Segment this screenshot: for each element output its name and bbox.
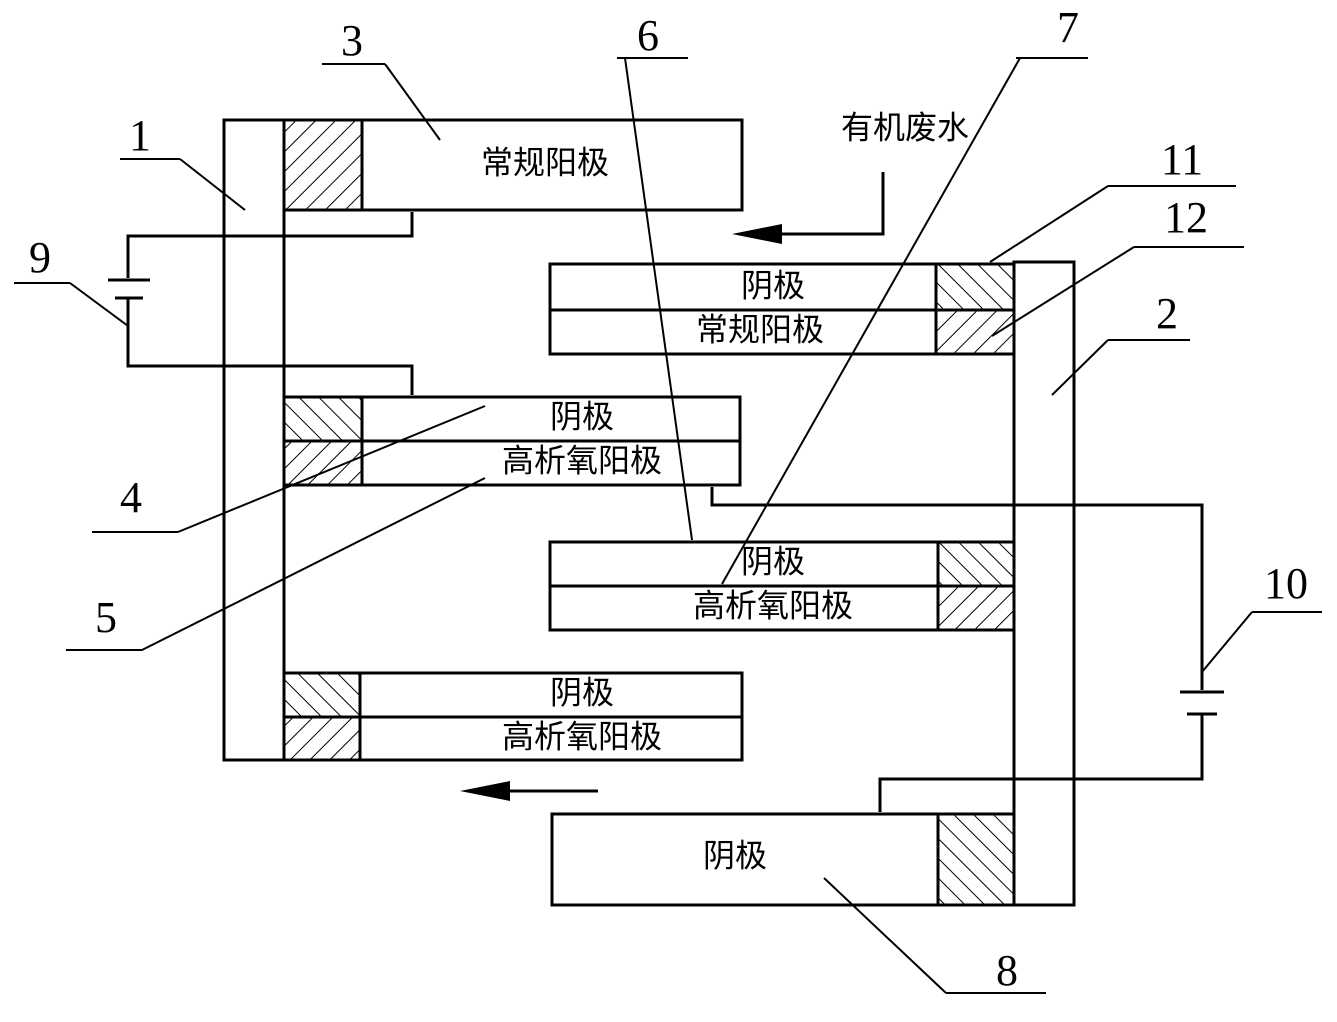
rm-anode [548, 584, 940, 632]
lb-hatch-top [282, 671, 362, 719]
num-2: 2 [1156, 289, 1178, 338]
lm-hatch-top [282, 395, 364, 443]
ru-cathode-label: 阴极 [741, 267, 805, 305]
bottom-cathode-hatch [936, 812, 1016, 907]
circuit-9-top [126, 212, 414, 278]
num-10: 10 [1264, 559, 1308, 608]
bottom-cathode [550, 812, 940, 907]
leader-lines [14, 57, 1322, 994]
num-4: 4 [120, 473, 142, 522]
num-1: 1 [129, 111, 151, 160]
inlet-arrow-icon [732, 224, 782, 244]
ru-anode [548, 308, 938, 356]
bottom-cathode-label: 阴极 [703, 837, 767, 875]
num-9: 9 [29, 233, 51, 282]
left-plate [222, 118, 286, 762]
lm-cathode-label: 阴极 [550, 398, 614, 436]
ru-anode-label: 常规阳极 [696, 311, 824, 349]
lm-anode [360, 439, 742, 487]
rm-hatch-top [936, 540, 1016, 588]
circuit-9-bottom [126, 298, 414, 395]
num-11: 11 [1161, 135, 1203, 184]
rm-anode-label: 高析氧阳极 [693, 587, 853, 625]
lb-cathode-label: 阴极 [550, 674, 614, 712]
top-anode-label: 常规阳极 [481, 144, 609, 182]
top-conventional-anode [360, 118, 744, 212]
circuit-10-top [710, 487, 1204, 690]
lm-hatch-bottom [282, 439, 364, 487]
num-5: 5 [95, 593, 117, 642]
num-12: 12 [1164, 193, 1208, 242]
lb-anode-label: 高析氧阳极 [502, 718, 662, 756]
num-7: 7 [1057, 3, 1079, 52]
inlet-flow-line [760, 172, 885, 236]
circuit-10-bottom [878, 714, 1204, 812]
rm-cathode [548, 540, 940, 588]
ru-hatch-bottom [934, 308, 1016, 356]
outlet-arrow-icon [460, 781, 510, 801]
lm-anode-label: 高析氧阳极 [502, 442, 662, 480]
num-3: 3 [341, 16, 363, 65]
organic-wastewater-label: 有机废水 [841, 109, 969, 147]
rm-hatch-bottom [936, 584, 1016, 632]
lb-hatch-bottom [282, 715, 362, 762]
ru-hatch-top [934, 262, 1016, 312]
lb-cathode [358, 671, 744, 719]
lb-anode [358, 715, 744, 762]
num-8: 8 [996, 946, 1018, 995]
rm-cathode-label: 阴极 [741, 543, 805, 581]
top-anode-hatch [282, 118, 364, 212]
right-plate [1012, 260, 1076, 907]
num-6: 6 [637, 11, 659, 60]
